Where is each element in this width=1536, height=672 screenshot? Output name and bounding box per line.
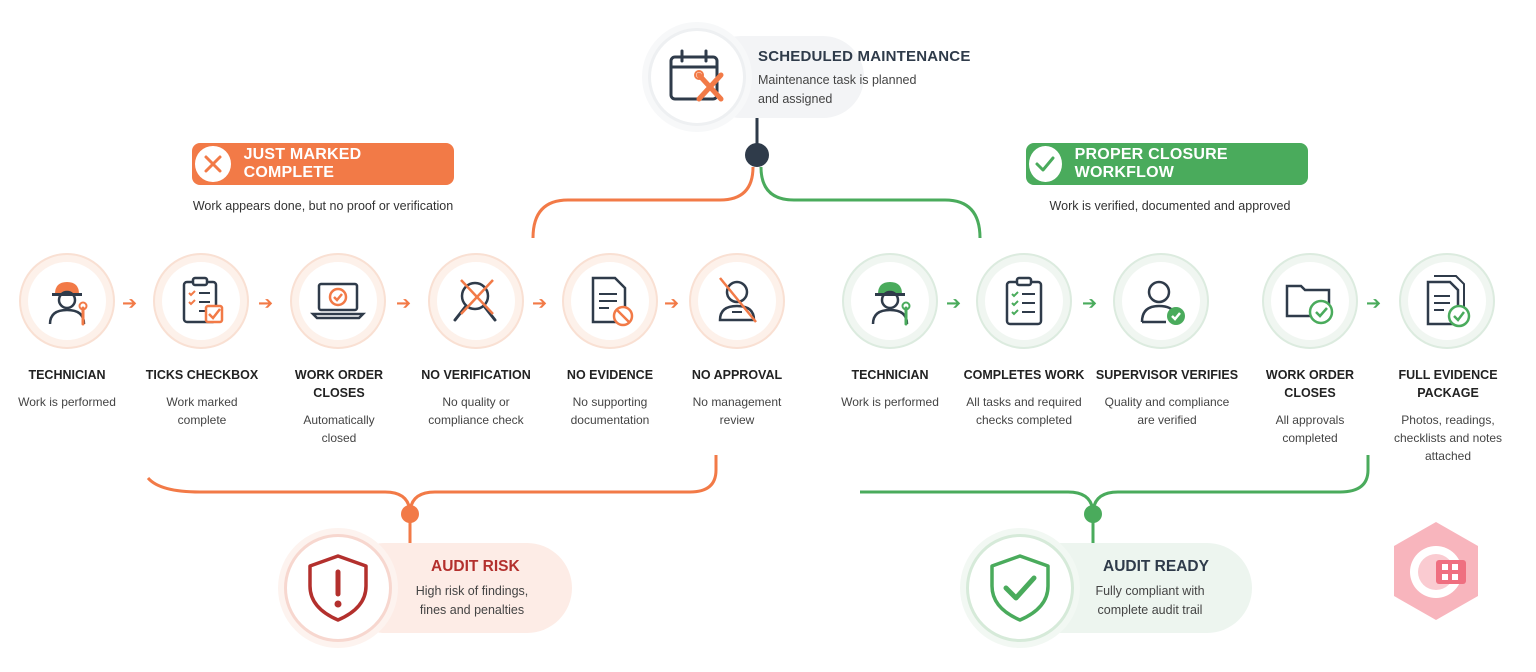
right-step-description: Work is performed [841,395,939,409]
supervisor-check-icon [1122,262,1200,340]
arrow-right-icon: ➔ [122,293,138,313]
arrow-right-icon: ➔ [1366,293,1382,313]
left-step-description: Work marked complete [166,395,238,427]
left-step-no-evidence [562,253,658,349]
arrow-right-icon: ➔ [258,293,274,313]
checklist-icon [985,262,1063,340]
right-step-label: TECHNICIAN [851,368,929,382]
left-banner-label: JUST MARKED COMPLETE [243,146,362,181]
start-description: Maintenance task is planned and assigned [758,73,917,106]
right-step-description: Quality and compliance are verified [1104,395,1230,427]
left-step-description: No quality or compliance check [428,395,524,427]
left-branch-subtitle: Work appears done, but no proof or verif… [192,199,454,213]
right-step-label: WORK ORDER CLOSES [1265,368,1355,400]
left-step-technician [19,253,115,349]
folder-check-icon [1271,262,1349,340]
magnifier-crossed-icon [437,262,515,340]
arrow-right-icon: ➔ [664,293,680,313]
right-step-technician [842,253,938,349]
laptop-check-icon [299,262,377,340]
left-step-description: Automatically closed [303,413,375,445]
left-branch-banner: JUST MARKED COMPLETE [192,143,454,185]
arrow-right-icon: ➔ [396,293,412,313]
left-step-label: TICKS CHECKBOX [145,368,259,382]
close-icon [192,143,234,185]
right-step-label: FULL EVIDENCE PACKAGE [1398,368,1498,400]
left-step-work-order-closes [290,253,386,349]
technician-icon [851,262,929,340]
left-step-label: NO EVIDENCE [566,368,654,382]
audit-ready-title: AUDIT READY [1103,558,1209,575]
check-icon [1026,143,1065,185]
right-step-full-evidence-package [1399,253,1495,349]
manager-crossed-icon [698,262,776,340]
audit-risk-title: AUDIT RISK [431,558,520,575]
left-step-label: WORK ORDER CLOSES [294,368,384,400]
audit-ready-description: Fully compliant with complete audit trai… [1095,584,1205,617]
checklist-icon [162,262,240,340]
left-step-label: NO APPROVAL [691,368,783,382]
left-step-no-verification [428,253,524,349]
left-step-no-approval [689,253,785,349]
calendar-tools-icon [648,28,746,126]
right-step-label: COMPLETES WORK [963,368,1085,382]
left-step-description: No supporting documentation [570,395,650,427]
audit-risk-description: High risk of findings, fines and penalti… [415,584,529,617]
right-step-supervisor-verifies [1113,253,1209,349]
technician-icon [28,262,106,340]
right-step-description: Photos, readings, checklists and notes a… [1393,413,1503,463]
right-banner-label: PROPER CLOSURE WORKFLOW [1074,146,1228,181]
left-step-label: NO VERIFICATION [421,368,531,382]
arrow-right-icon: ➔ [532,293,548,313]
watermark-logo [1386,520,1486,624]
right-step-description: All approvals completed [1275,413,1345,445]
right-step-work-order-closes [1262,253,1358,349]
left-step-description: No management review [692,395,782,427]
right-branch-banner: PROPER CLOSURE WORKFLOW [1026,143,1308,185]
right-step-completes-work [976,253,1072,349]
arrow-right-icon: ➔ [1082,293,1098,313]
document-prohibited-icon [571,262,649,340]
left-step-ticks-checkbox [153,253,249,349]
right-step-description: All tasks and required checks completed [966,395,1082,427]
right-branch-subtitle: Work is verified, documented and approve… [1049,199,1291,213]
start-title: SCHEDULED MAINTENANCE [758,48,971,65]
right-step-label: SUPERVISOR VERIFIES [1095,368,1239,382]
arrow-right-icon: ➔ [946,293,962,313]
left-step-description: Work is performed [18,395,116,409]
shield-alert-icon [284,534,392,642]
document-package-icon [1408,262,1486,340]
shield-check-icon [966,534,1074,642]
left-step-label: TECHNICIAN [28,368,106,382]
